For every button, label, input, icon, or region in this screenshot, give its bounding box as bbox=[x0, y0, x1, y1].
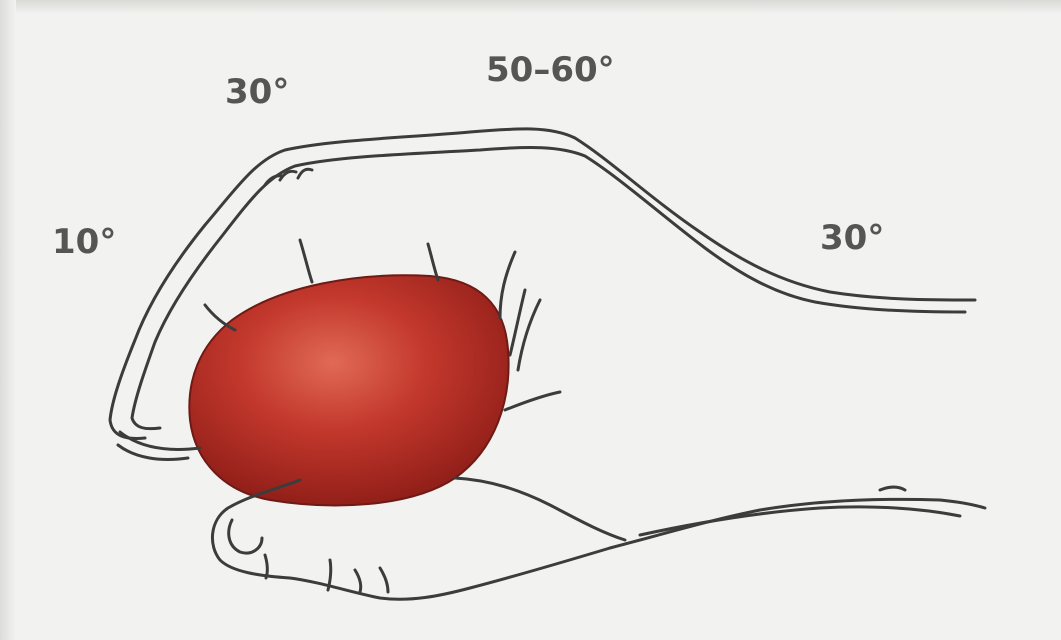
wrist-angle-label: 30° bbox=[820, 218, 884, 258]
pip-joint-angle-label: 30° bbox=[225, 72, 289, 112]
dip-joint-angle-label: 10° bbox=[52, 222, 116, 262]
ball-icon bbox=[189, 275, 508, 505]
mcp-joint-angle-label: 50–60° bbox=[486, 50, 615, 90]
